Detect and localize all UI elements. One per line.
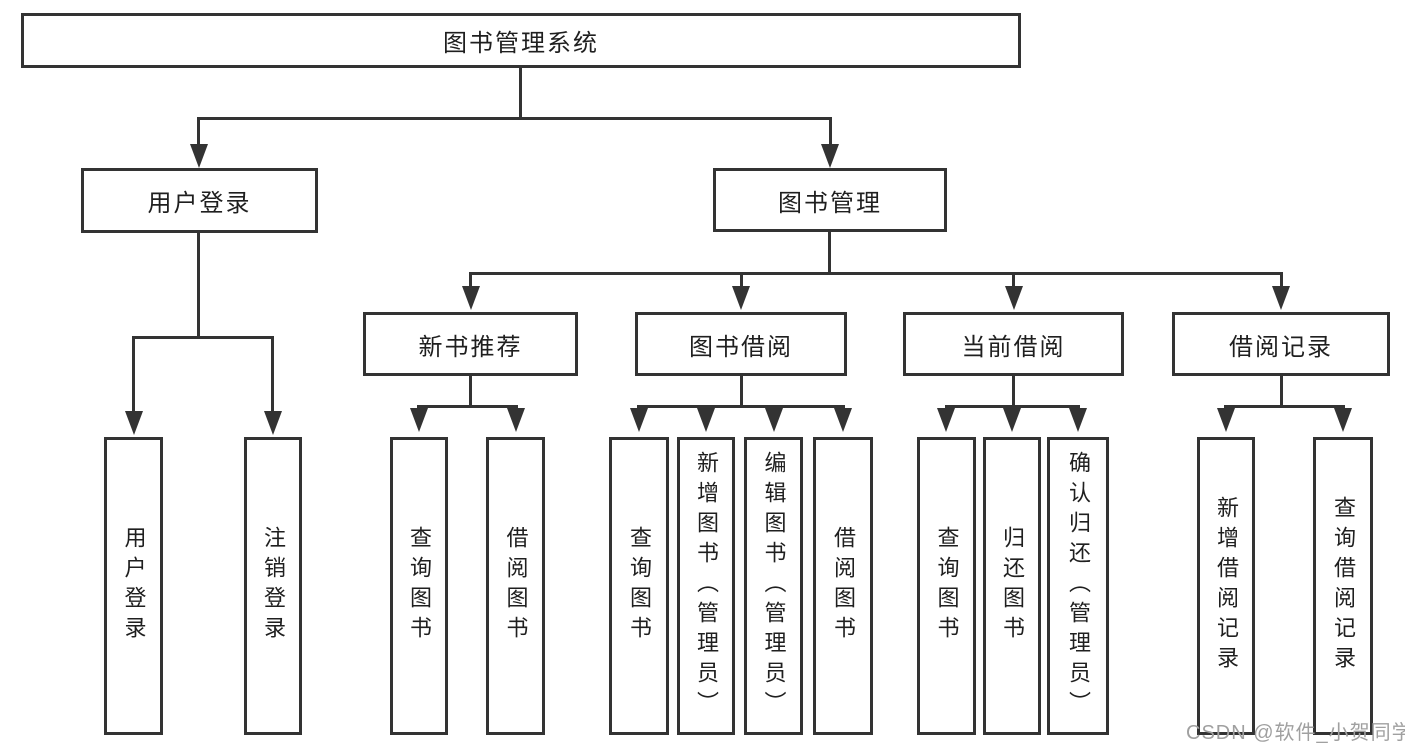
arrowhead-to-leaf-br-add — [1217, 408, 1235, 432]
arrowhead-to-leaf-bb-edit — [765, 408, 783, 432]
arrowhead-to-leaf-cb-query — [937, 408, 955, 432]
leaf-newbook-query-books: 查询图书 — [390, 437, 448, 735]
node-book-management: 图书管理 — [713, 168, 947, 232]
connector-bookborrow-stem — [740, 376, 743, 405]
connector-userlogin-stem — [197, 233, 200, 336]
leaf-logout: 注销登录 — [244, 437, 302, 735]
arrowhead-to-leaf-bb-query — [630, 408, 648, 432]
leaf-current-return-books: 归还图书 — [983, 437, 1041, 735]
arrowhead-to-leaf-user-login — [125, 411, 143, 435]
leaf-record-query-borrow-record: 查询借阅记录 — [1313, 437, 1373, 735]
arrowhead-to-leaf-bb-borrow — [834, 408, 852, 432]
arrowhead-to-user-login — [190, 144, 208, 168]
node-new-book-recommend: 新书推荐 — [363, 312, 578, 376]
arrowhead-to-current-borrow — [1005, 286, 1023, 310]
connector-bookmgmt-stem — [828, 232, 831, 272]
connector-userlogin-drop-2 — [271, 336, 274, 412]
arrowhead-to-leaf-logout — [264, 411, 282, 435]
node-book-borrow: 图书借阅 — [635, 312, 847, 376]
arrowhead-to-book-borrow — [732, 286, 750, 310]
connector-userlogin-branch — [132, 336, 274, 339]
connector-borrowrecord-branch — [1224, 405, 1345, 408]
leaf-newbook-borrow-books: 借阅图书 — [486, 437, 545, 735]
arrowhead-to-leaf-br-query — [1334, 408, 1352, 432]
connector-bookmgmt-drop-1 — [469, 272, 472, 288]
connector-newbook-branch — [417, 405, 518, 408]
leaf-borrow-query-books: 查询图书 — [609, 437, 669, 735]
connector-bookmgmt-drop-2 — [740, 272, 743, 288]
connector-root-drop-left — [197, 117, 200, 146]
arrowhead-to-leaf-newbook-query — [410, 408, 428, 432]
leaf-borrow-edit-books-admin: 编辑图书（管理员） — [744, 437, 803, 735]
arrowhead-to-borrow-record — [1272, 286, 1290, 310]
leaf-current-query-books: 查询图书 — [917, 437, 976, 735]
connector-bookmgmt-branch — [469, 272, 1283, 275]
arrowhead-to-leaf-cb-return — [1003, 408, 1021, 432]
arrowhead-to-new-book-recommend — [462, 286, 480, 310]
node-user-login: 用户登录 — [81, 168, 318, 233]
node-root-library-system: 图书管理系统 — [21, 13, 1021, 68]
connector-root-drop-right — [829, 117, 832, 146]
arrowhead-to-leaf-cb-confirm — [1069, 408, 1087, 432]
connector-newbook-stem — [469, 376, 472, 405]
leaf-record-add-borrow-record: 新增借阅记录 — [1197, 437, 1255, 735]
node-current-borrow: 当前借阅 — [903, 312, 1124, 376]
connector-bookmgmt-drop-3 — [1012, 272, 1015, 288]
connector-bookmgmt-drop-4 — [1280, 272, 1283, 288]
csdn-watermark: CSDN @软件_小贺同学 — [1186, 722, 1405, 744]
leaf-borrow-add-books-admin: 新增图书（管理员） — [677, 437, 735, 735]
connector-root-branch — [197, 117, 832, 120]
leaf-user-login: 用户登录 — [104, 437, 163, 735]
leaf-borrow-borrow-books: 借阅图书 — [813, 437, 873, 735]
connector-currentborrow-branch — [945, 405, 1080, 408]
connector-borrowrecord-stem — [1280, 376, 1283, 405]
leaf-current-confirm-return-admin: 确认归还（管理员） — [1047, 437, 1109, 735]
connector-root-stem — [519, 68, 522, 117]
arrowhead-to-leaf-bb-add — [697, 408, 715, 432]
arrowhead-to-book-management — [821, 144, 839, 168]
connector-bookborrow-branch — [637, 405, 845, 408]
connector-userlogin-drop-1 — [132, 336, 135, 412]
arrowhead-to-leaf-newbook-borrow — [507, 408, 525, 432]
connector-currentborrow-stem — [1012, 376, 1015, 405]
node-borrow-record: 借阅记录 — [1172, 312, 1390, 376]
